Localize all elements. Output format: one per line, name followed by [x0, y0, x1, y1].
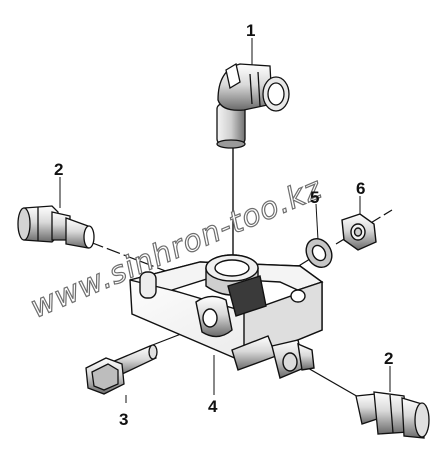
callout-4: 4 [208, 397, 218, 416]
connector-fitting-upper [17, 205, 95, 249]
hex-nut-part [341, 213, 377, 251]
callout-2-upper: 2 [54, 160, 63, 179]
callout-6: 6 [356, 179, 365, 198]
elbow-fitting-part [216, 62, 290, 149]
callout-2-lower: 2 [384, 349, 393, 368]
hex-bolt-part [85, 344, 158, 395]
callout-3: 3 [119, 410, 128, 429]
valve-body-part [129, 254, 324, 379]
callout-labels: 1 2 5 6 3 4 2 [54, 21, 393, 429]
callout-1: 1 [246, 21, 255, 40]
callout-5: 5 [310, 188, 319, 207]
washer-part [305, 237, 333, 269]
connector-fitting-lower [355, 391, 430, 439]
